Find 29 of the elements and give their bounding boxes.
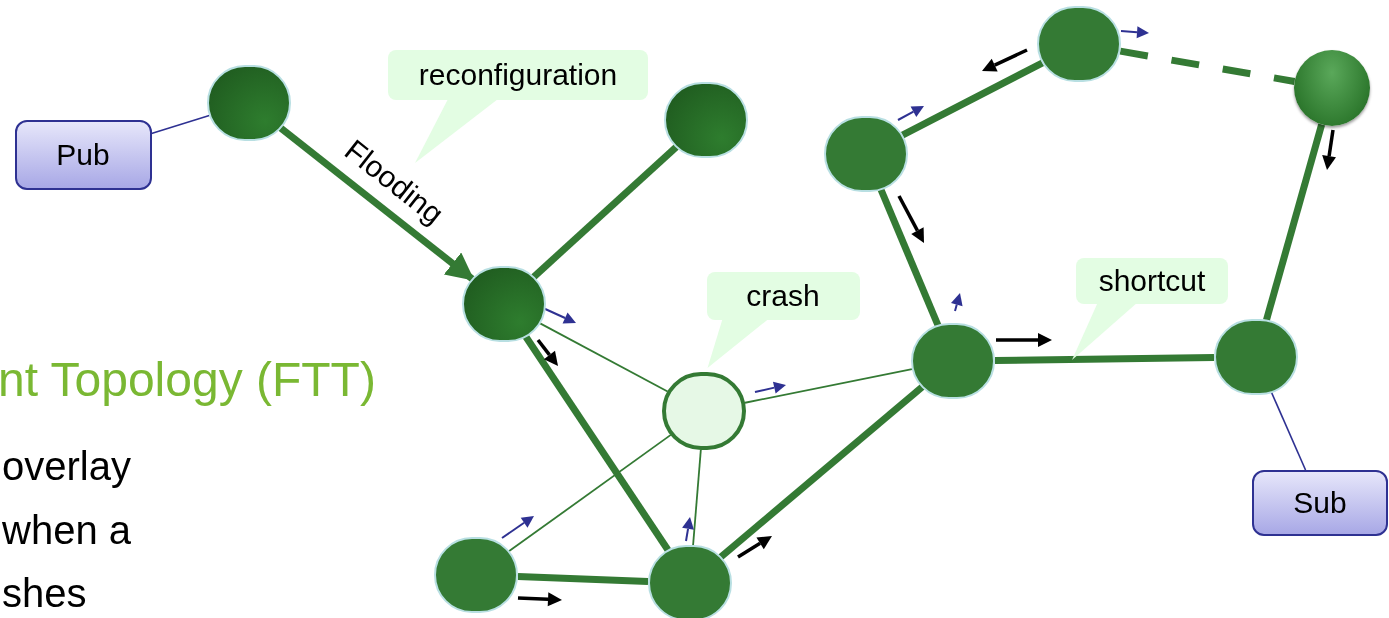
link-line: [508, 434, 672, 553]
link-line: [278, 125, 475, 282]
link-line: [718, 384, 925, 560]
link-line: [1263, 123, 1326, 322]
network-node: [664, 82, 748, 158]
slide-text: when a: [2, 510, 131, 550]
link-line: [522, 334, 672, 553]
network-node: [911, 323, 995, 399]
dashed-link: [1119, 47, 1296, 85]
slide-text: nt Topology (FTT): [0, 356, 376, 404]
callout-bubble: shortcut: [1072, 258, 1228, 360]
network-node: [462, 266, 546, 342]
link-line: [531, 144, 679, 280]
link-line: [900, 59, 1045, 139]
network-node: [434, 537, 518, 613]
slide-text: shes: [2, 573, 87, 613]
slide-text: overlay: [2, 446, 131, 486]
endpoint-box: Sub: [1252, 470, 1388, 536]
network-node: [1294, 50, 1370, 126]
network-node: [648, 545, 732, 618]
link-line: [994, 354, 1215, 364]
endpoint-box: Pub: [14, 120, 152, 190]
network-node: [824, 116, 908, 192]
link-line: [517, 573, 649, 585]
callout-bubble: reconfiguration: [388, 50, 648, 163]
link-line: [539, 322, 669, 393]
network-node: [1037, 6, 1121, 82]
network-node: [207, 65, 291, 141]
link-line: [692, 449, 702, 546]
